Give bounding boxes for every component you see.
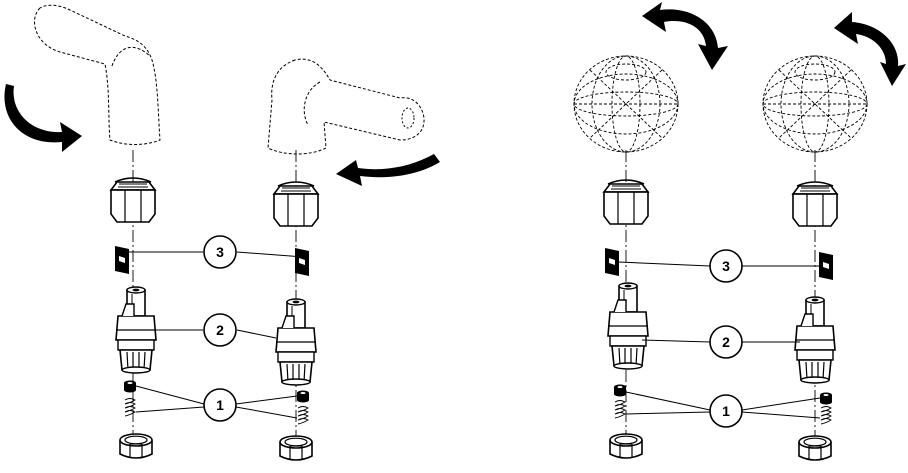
valve-seat — [798, 435, 832, 461]
valve-seat — [279, 435, 313, 461]
bonnet-nut — [273, 181, 319, 227]
lever-handle-figure: 3 2 1 — [4, 4, 440, 461]
svg-text:2: 2 — [722, 334, 730, 350]
lever-handle-outline — [267, 58, 425, 155]
svg-text:2: 2 — [216, 322, 224, 338]
callout-2: 2 — [709, 325, 743, 359]
seal — [820, 392, 832, 405]
stop-clip — [605, 248, 619, 276]
seal — [297, 390, 309, 403]
valve-seat — [609, 433, 643, 459]
bonnet-nut — [603, 179, 649, 225]
valve-seat — [119, 433, 153, 459]
callout-1: 1 — [203, 388, 237, 422]
cartridge — [794, 296, 836, 384]
rotation-arrow-icon — [642, 2, 728, 70]
svg-text:1: 1 — [216, 397, 224, 413]
knob-handle-figure: 3 2 1 — [573, 2, 906, 461]
stop-clip — [295, 248, 309, 276]
callout-3: 3 — [203, 235, 237, 269]
bonnet-nut — [110, 177, 156, 223]
svg-text:1: 1 — [722, 403, 730, 419]
rotation-arrow-icon — [834, 12, 906, 86]
rotation-arrow-icon — [4, 84, 82, 152]
cartridge — [607, 282, 649, 370]
knob-handle-outline — [573, 55, 679, 153]
knob-handle-outline — [762, 55, 868, 153]
rotation-arrow-icon — [336, 154, 440, 186]
spring — [614, 400, 626, 419]
callout-3: 3 — [709, 249, 743, 283]
spring — [297, 406, 309, 425]
svg-text:3: 3 — [216, 244, 224, 260]
callout-1: 1 — [709, 394, 743, 428]
cartridge — [275, 298, 317, 386]
stop-clip — [115, 246, 129, 274]
bonnet-nut — [792, 181, 838, 227]
seal — [614, 384, 626, 397]
lever-handle-outline — [34, 4, 161, 145]
callout-2: 2 — [203, 313, 237, 347]
seal — [124, 380, 136, 393]
svg-text:3: 3 — [722, 258, 730, 274]
spring — [124, 398, 136, 417]
spring — [820, 406, 832, 425]
